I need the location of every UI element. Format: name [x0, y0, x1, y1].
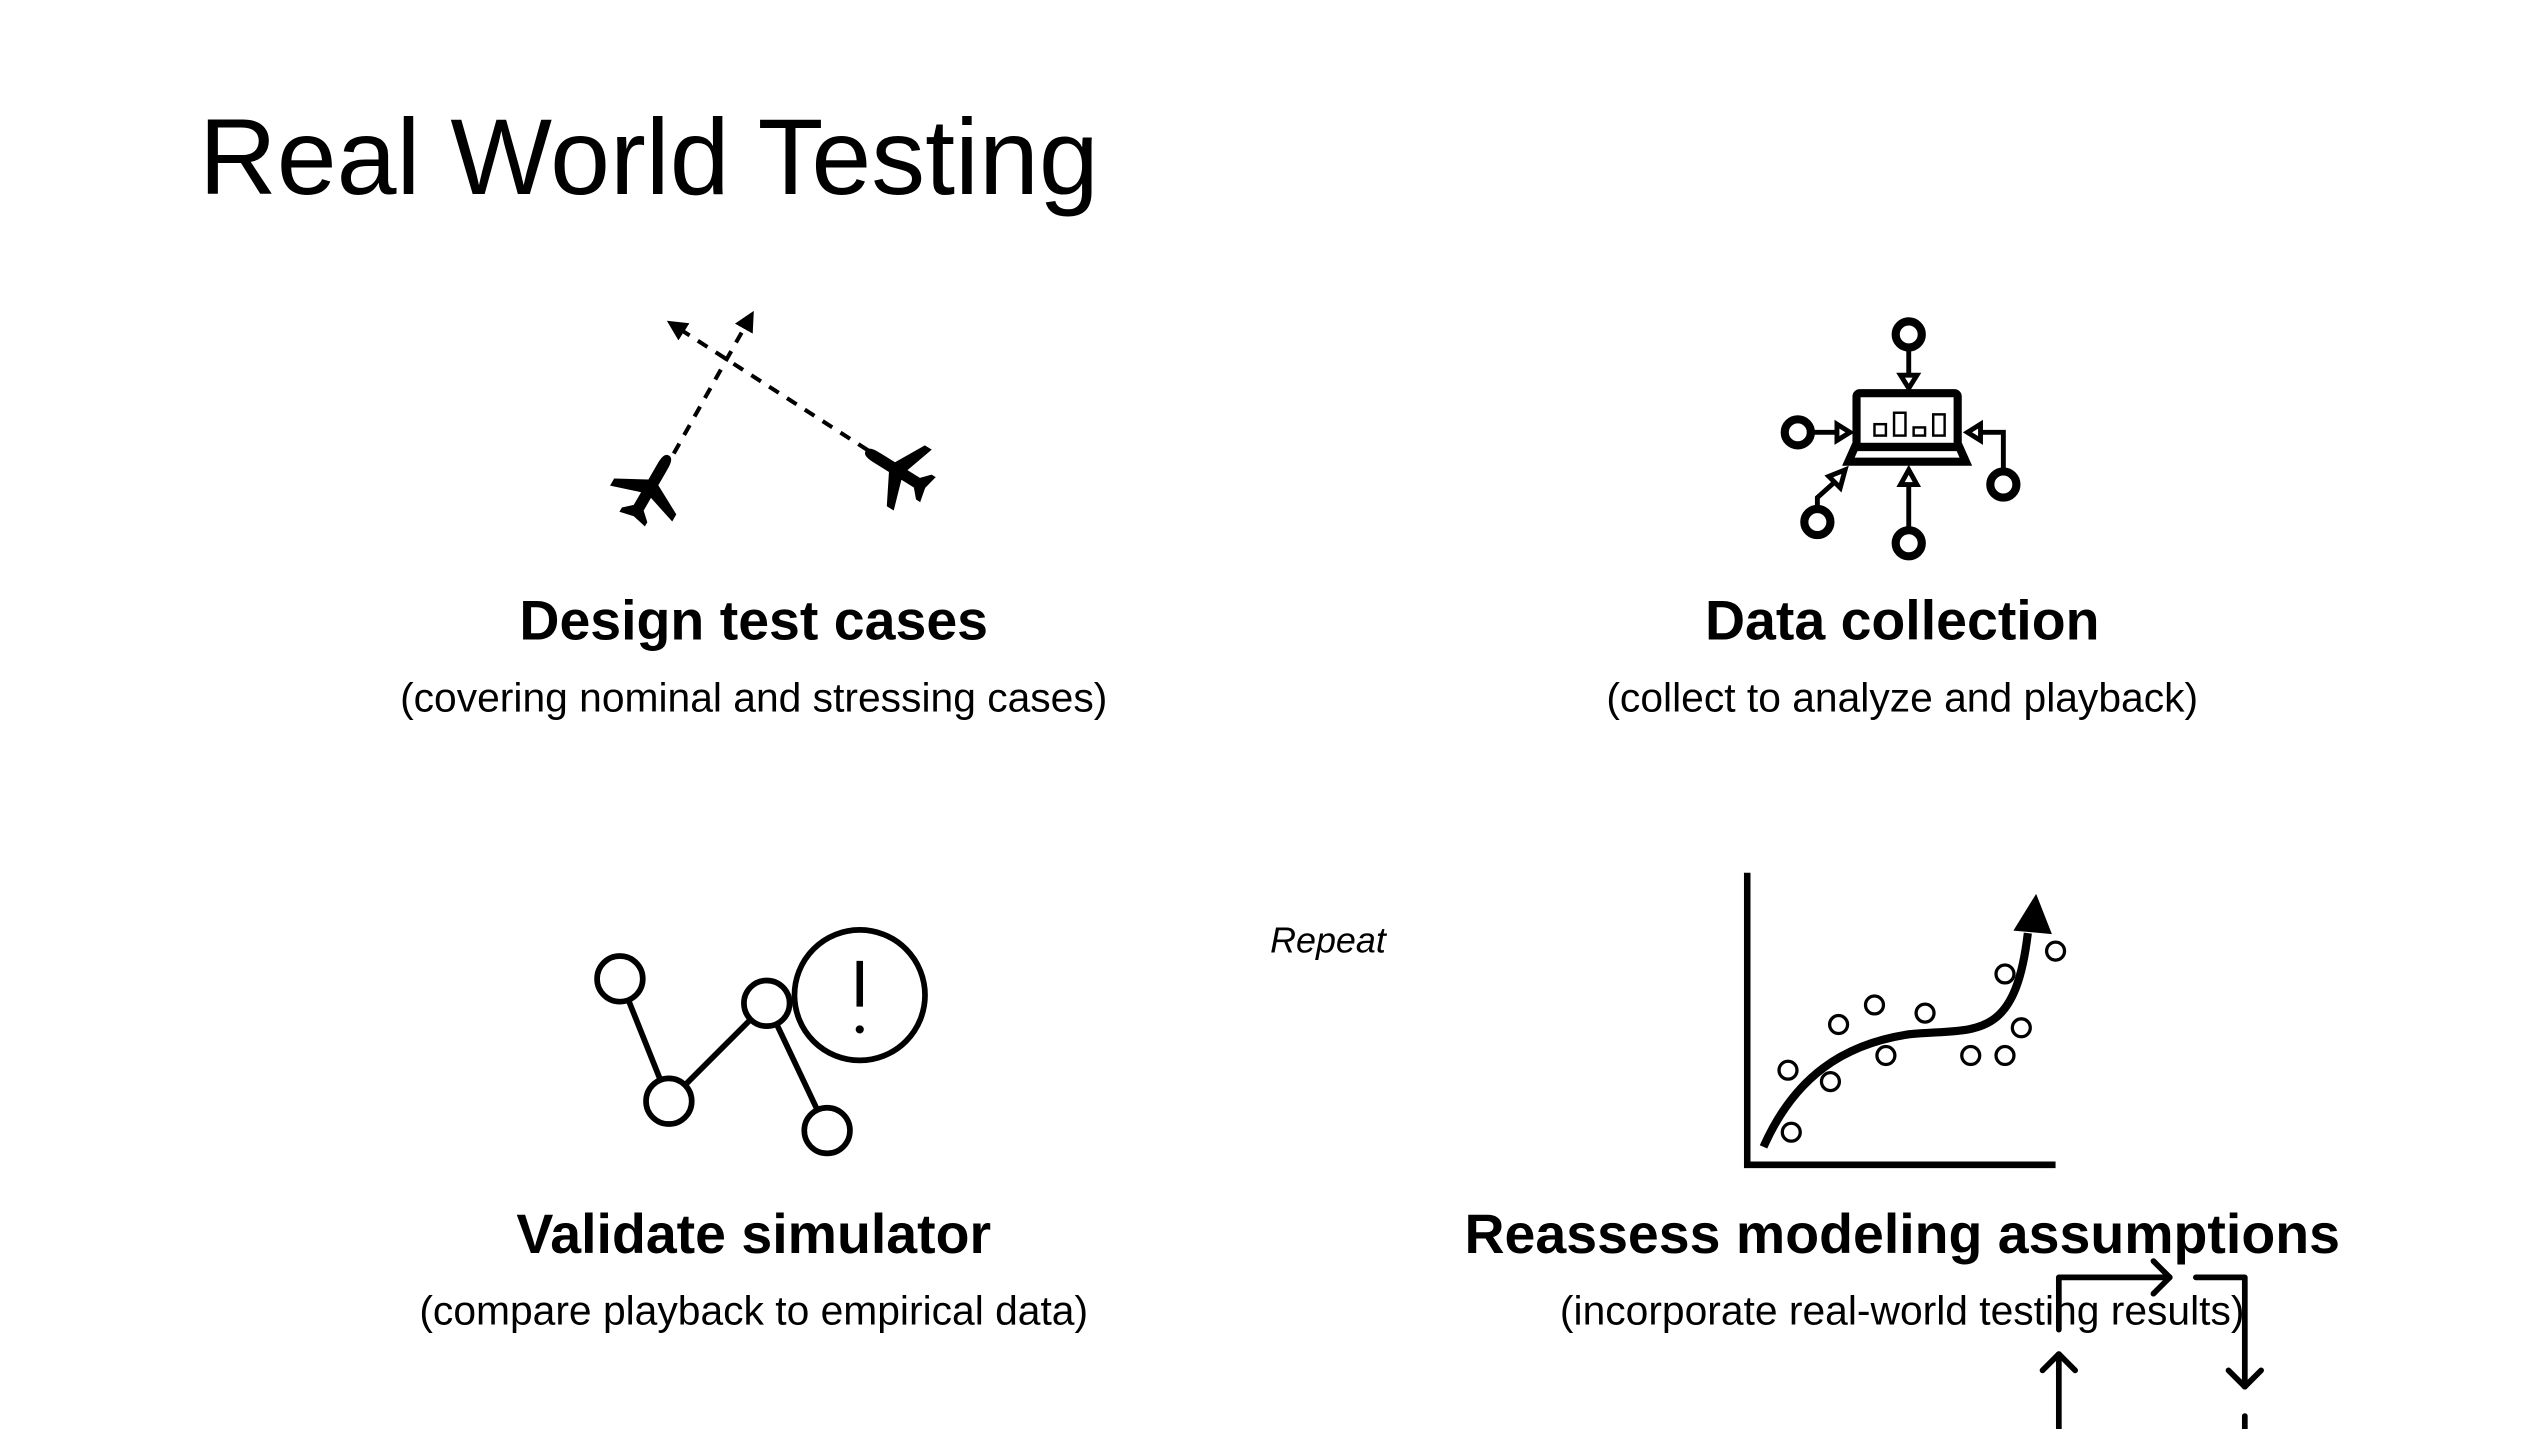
repeat-cycle-icon: [2039, 1258, 2264, 1429]
step-subtitle-design: (covering nominal and stressing cases): [400, 675, 1108, 722]
step-subtitle-reassess: (incorporate real-world testing results): [1559, 1288, 2245, 1335]
step-heading-validate: Validate simulator: [516, 1203, 992, 1266]
step-heading-design: Design test cases: [519, 590, 989, 653]
step-subtitle-validate: (compare playback to empirical data): [419, 1288, 1089, 1335]
graph-alert-icon: [594, 927, 928, 1157]
laptop-data-network-icon: [1780, 317, 2021, 561]
page-title: Real World Testing: [199, 96, 1099, 217]
airplanes-icon: [601, 310, 947, 538]
repeat-label: Repeat: [1270, 920, 1386, 961]
step-subtitle-data: (collect to analyze and playback): [1606, 675, 2199, 722]
step-heading-reassess: Reassess modeling assumptions: [1464, 1203, 2340, 1266]
step-heading-data: Data collection: [1704, 590, 2100, 653]
trend-chart-icon: [1743, 872, 2067, 1169]
